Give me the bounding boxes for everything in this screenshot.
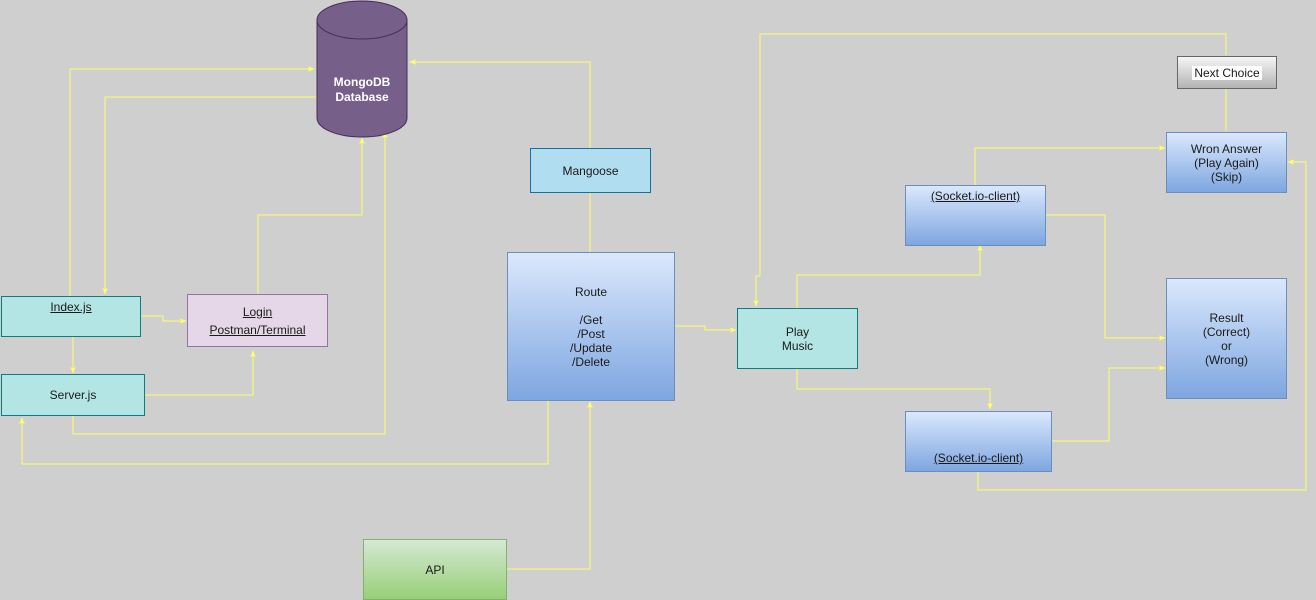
wrong-answer-line1: Wron Answer	[1190, 141, 1263, 156]
index-js-node[interactable]: Index.js	[1, 296, 141, 337]
edge-route-to-server	[19, 401, 549, 465]
socket-client-top-node[interactable]: (Socket.io-client)	[905, 185, 1046, 246]
edge-login-to-database	[257, 137, 365, 294]
edge-socket-bottom-to-result	[1052, 365, 1166, 442]
edge-index-to-login	[141, 315, 187, 324]
play-music-line1: Play	[785, 324, 810, 339]
mangoose-label: Mangoose	[562, 163, 619, 178]
play-music-node[interactable]: Play Music	[737, 308, 858, 369]
route-method-post: /Post	[577, 326, 605, 341]
database-cylinder[interactable]	[316, 0, 408, 138]
route-method-delete: /Delete	[571, 354, 611, 369]
wrong-answer-node[interactable]: Wron Answer (Play Again) (Skip)	[1166, 132, 1287, 193]
database-top	[316, 0, 408, 40]
api-node[interactable]: API	[363, 539, 507, 600]
edge-route-to-play-music	[675, 325, 737, 333]
edge-socket-top-to-wrong-answer	[974, 145, 1166, 185]
server-js-node[interactable]: Server.js	[1, 374, 145, 416]
socket-client-bottom-label: (Socket.io-client)	[933, 451, 1024, 465]
login-sublabel: Postman/Terminal	[209, 322, 306, 337]
database-label-line1: MongoDB	[333, 75, 391, 89]
login-node[interactable]: Login Postman/Terminal	[187, 294, 328, 347]
result-line2: (Correct)	[1202, 324, 1251, 339]
server-js-label: Server.js	[49, 388, 97, 402]
edge-socket-top-to-result	[1046, 214, 1166, 341]
edge-api-to-route	[507, 401, 593, 570]
next-choice-node[interactable]: Next Choice	[1177, 56, 1277, 89]
play-music-line2: Music	[781, 338, 814, 353]
socket-client-top-label: (Socket.io-client)	[930, 189, 1021, 203]
wrong-answer-line3: (Skip)	[1210, 169, 1243, 184]
result-node[interactable]: Result (Correct) or (Wrong)	[1166, 278, 1287, 399]
route-method-update: /Update	[569, 340, 613, 355]
login-label: Login	[242, 304, 273, 319]
route-title: Route	[574, 284, 608, 299]
result-line1: Result	[1209, 310, 1244, 325]
edge-play-to-socket-top	[796, 244, 983, 308]
index-js-label: Index.js	[50, 300, 92, 314]
edge-socket-bottom-to-wrong-answer	[977, 159, 1307, 491]
wrong-answer-line2: (Play Again)	[1194, 155, 1259, 170]
next-choice-label: Next Choice	[1192, 65, 1262, 80]
socket-client-bottom-node[interactable]: (Socket.io-client)	[905, 411, 1052, 472]
mangoose-node[interactable]: Mangoose	[530, 148, 651, 193]
api-label: API	[425, 562, 445, 577]
result-line3: or	[1221, 338, 1232, 353]
edge-database-to-index	[102, 96, 316, 295]
edge-index-to-database	[69, 66, 315, 296]
edge-server-to-login	[145, 350, 256, 396]
edge-play-to-socket-bottom	[796, 369, 993, 410]
result-line4: (Wrong)	[1204, 352, 1249, 367]
database-body	[316, 20, 408, 138]
database-label: MongoDB Database	[316, 75, 408, 105]
route-node[interactable]: Route /Get /Post /Update /Delete	[507, 252, 675, 401]
database-label-line2: Database	[335, 90, 389, 104]
edge-server-to-database	[72, 131, 388, 435]
route-method-get: /Get	[579, 312, 603, 327]
edge-next-choice-to-play-music	[753, 33, 1227, 307]
